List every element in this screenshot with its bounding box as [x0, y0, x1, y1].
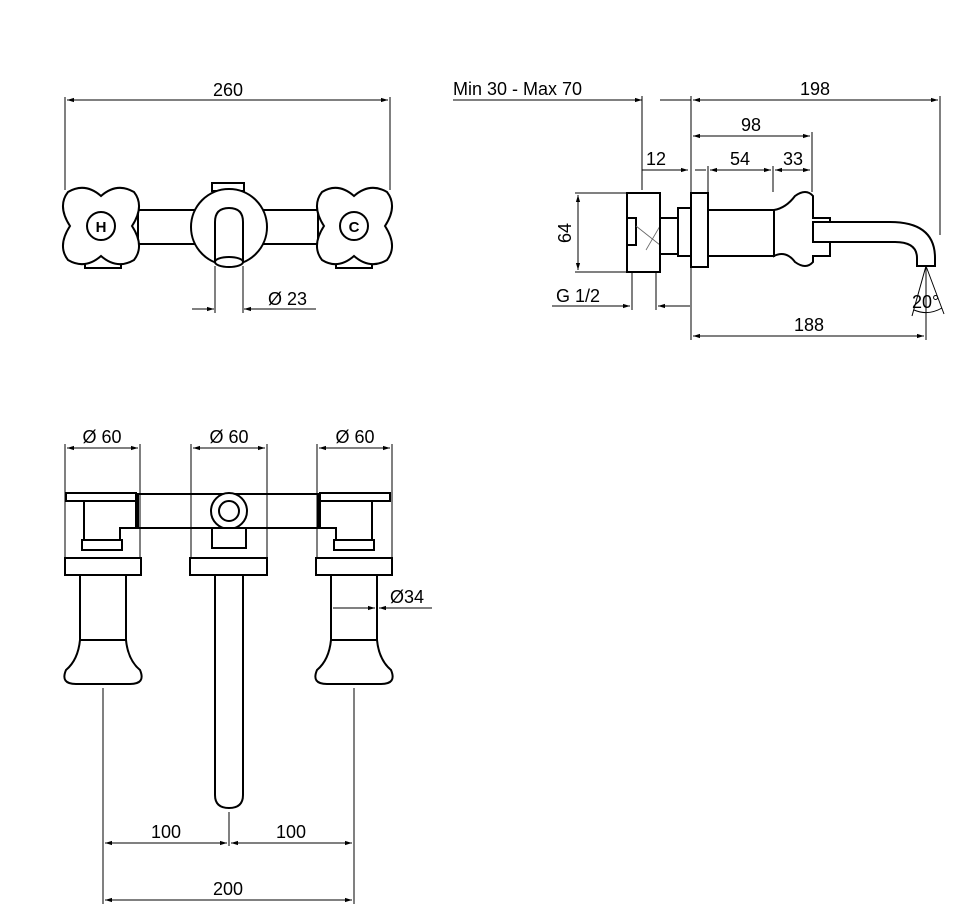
dim-spacing: 100 100 200: [102, 688, 355, 904]
dim-98-label: 98: [741, 115, 761, 135]
dim-handle-diameter: Ø34: [333, 587, 432, 612]
dim-flange-center: Ø 60: [190, 427, 268, 560]
dim-188-label: 188: [794, 315, 824, 335]
dim-width-label: 260: [213, 80, 243, 100]
dim-left-spacing-label: 100: [151, 822, 181, 842]
side-view: Min 30 - Max 70 198 98 12 54 33: [453, 79, 945, 340]
dim-total-spacing-label: 200: [213, 879, 243, 899]
plan-view: Ø 60 Ø 60 Ø 60: [63, 427, 432, 904]
dim-spout-diameter-label: Ø 23: [268, 289, 307, 309]
dim-64-label: 64: [555, 223, 575, 243]
dim-33-label: 33: [783, 149, 803, 169]
center-spout-front: [190, 182, 268, 268]
dim-flange-right: Ø 60: [316, 427, 393, 560]
dim-188: 188: [693, 268, 927, 340]
dim-handle-diameter-label: Ø34: [390, 587, 424, 607]
dim-260: 260: [64, 80, 391, 190]
dim-angle-label: 20°: [912, 292, 939, 312]
cold-handle: C: [316, 186, 393, 269]
dim-spout-diameter: Ø 23: [192, 266, 316, 313]
side-body: [626, 191, 936, 273]
plan-left-valve: [63, 492, 143, 685]
dim-12-54-33: 12 54 33: [642, 149, 810, 195]
dim-12-label: 12: [646, 149, 666, 169]
plan-right-valve: [314, 492, 394, 685]
dim-center-flange-label: Ø 60: [209, 427, 248, 447]
dim-right-flange-label: Ø 60: [335, 427, 374, 447]
dim-64: 64: [555, 192, 630, 273]
dim-thread-label: G 1/2: [556, 286, 600, 306]
cold-label: C: [349, 219, 360, 236]
hot-handle: H: [62, 186, 140, 269]
dim-wall-range-label: Min 30 - Max 70: [453, 79, 582, 99]
plan-center-spout: [189, 492, 268, 810]
dim-left-flange-label: Ø 60: [82, 427, 121, 447]
dim-thread: G 1/2: [552, 272, 690, 310]
dim-wall-range: Min 30 - Max 70: [453, 79, 691, 103]
dim-54-label: 54: [730, 149, 750, 169]
dim-angle: 20°: [911, 265, 945, 317]
front-view: 260 H C Ø: [62, 80, 393, 313]
dim-right-spacing-label: 100: [276, 822, 306, 842]
dim-198-label: 198: [800, 79, 830, 99]
hot-label: H: [96, 219, 107, 236]
dim-98: 98: [693, 115, 813, 192]
